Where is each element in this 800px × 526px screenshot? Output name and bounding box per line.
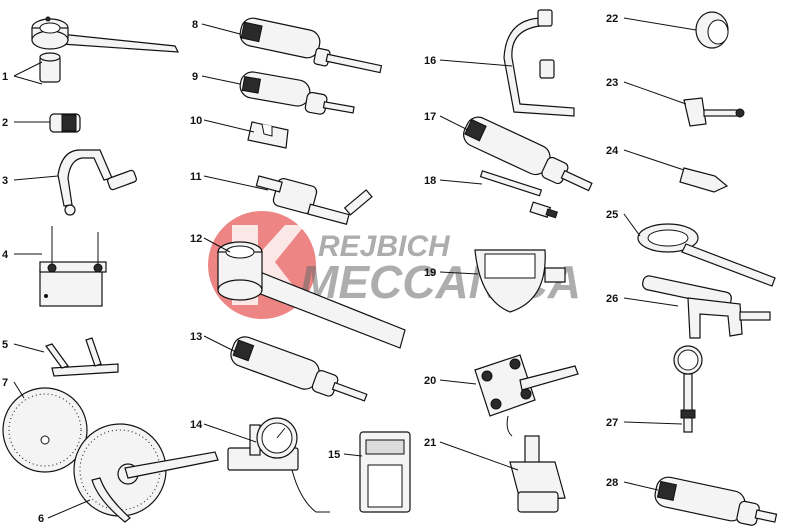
callout-20: 20 [424,375,436,387]
tool-25-ring-spanner [637,223,776,287]
callout-12: 12 [190,233,202,245]
tool-1-pin-wrench [31,16,180,83]
tool-14-dial-gauge [227,417,330,513]
tool-6-disc-pointer [73,423,219,523]
callout-7: 7 [2,377,8,389]
tool-20-fixture [474,354,579,437]
tool-27-dial-gauge [673,345,703,433]
tool-3-crank [57,149,137,216]
callout-10: 10 [190,115,202,127]
callout-19: 19 [424,267,436,279]
callout-24: 24 [606,145,619,157]
tool-13-drift [230,336,368,402]
callout-28: 28 [606,477,618,489]
callout-5: 5 [2,339,8,351]
tool-5-bracket [45,337,119,377]
callout-6: 6 [38,513,44,525]
leader-lines [13,17,697,519]
tool-15-meter [359,431,411,513]
callout-18: 18 [424,175,436,187]
callout-1: 1 [2,71,8,83]
tool-23-bracket [683,97,745,127]
tool-24-cone [679,167,729,193]
callout-27: 27 [606,417,618,429]
tool-4-stand [39,226,107,307]
tool-10-shim [247,121,289,149]
tool-12-ring-wrench [217,241,406,349]
callout-15: 15 [328,449,340,461]
callout-4: 4 [2,249,9,261]
tool-28-drift [654,476,778,526]
tool-2-plug [49,113,81,133]
tool-21-clamp [509,435,566,513]
tool-17-drift [463,116,593,192]
tool-22-ring [695,11,729,49]
callout-2: 2 [2,117,8,129]
tool-19-gauge [474,249,566,313]
watermark-line1: REJBICH [318,230,451,263]
tool-11-puller [255,175,373,226]
tool-26-spanner [642,275,771,339]
callout-14: 14 [190,419,203,431]
callout-9: 9 [192,71,198,83]
callout-11: 11 [190,171,202,183]
callout-labels: 1 2 3 4 5 6 7 8 9 10 11 12 13 14 15 16 1… [2,13,619,525]
tool-7-degree-disc [2,387,88,473]
callout-3: 3 [2,175,8,187]
callout-26: 26 [606,293,618,305]
callout-13: 13 [190,331,202,343]
tool-16-c-clamp [503,9,575,117]
callout-21: 21 [424,437,436,449]
callout-8: 8 [192,19,198,31]
callout-25: 25 [606,209,618,221]
callout-22: 22 [606,13,618,25]
callout-16: 16 [424,55,436,67]
callout-17: 17 [424,111,436,123]
callout-23: 23 [606,77,618,89]
tool-9-drift [239,71,355,115]
tool-8-drift [239,17,383,74]
tool-18-pin [479,170,558,219]
